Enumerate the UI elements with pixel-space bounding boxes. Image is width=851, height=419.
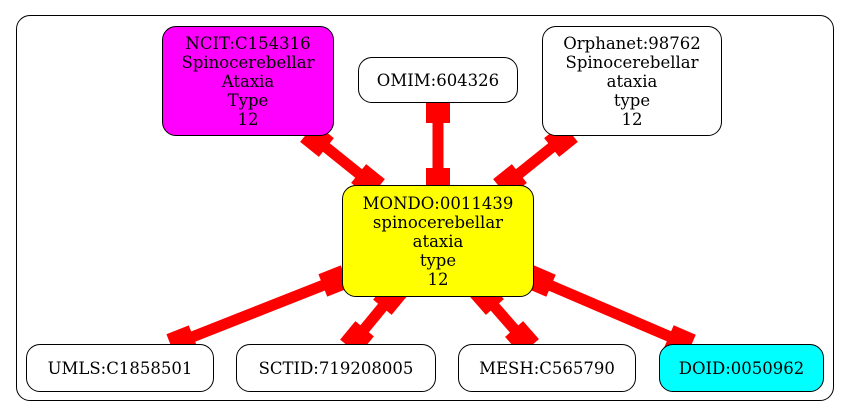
node-umls[interactable]: UMLS:C1858501 [26, 344, 214, 392]
node-doid-label: DOID:0050962 [678, 358, 805, 378]
node-mondo-line-4: type [419, 250, 457, 270]
node-mondo[interactable]: MONDO:0011439 spinocerebellar ataxia typ… [342, 185, 534, 297]
edge-mondo-umls [179, 275, 337, 347]
node-ncit[interactable]: NCIT:C154316 Spinocerebellar Ataxia Type… [162, 26, 334, 136]
node-ncit-line-2: Spinocerebellar [181, 52, 315, 72]
node-mondo-line-2: spinocerebellar [372, 212, 504, 232]
node-sctid-label: SCTID:719208005 [258, 358, 414, 378]
node-ncit-line-5: 12 [237, 109, 259, 129]
node-mondo-line-1: MONDO:0011439 [362, 193, 514, 213]
node-ncit-line-1: NCIT:C154316 [185, 33, 311, 53]
node-omim-label: OMIM:604326 [376, 70, 500, 90]
node-mondo-line-5: 12 [427, 269, 449, 289]
node-omim[interactable]: OMIM:604326 [358, 57, 518, 103]
node-ncit-line-3: Ataxia [221, 71, 275, 91]
node-mesh[interactable]: MESH:C565790 [458, 344, 636, 392]
graph-cluster [16, 15, 834, 401]
node-orphanet-line-2: Spinocerebellar [565, 52, 699, 72]
node-ncit-line-4: Type [227, 90, 269, 110]
node-sctid[interactable]: SCTID:719208005 [236, 344, 436, 392]
node-mondo-line-3: ataxia [412, 231, 464, 251]
node-mesh-label: MESH:C565790 [479, 358, 615, 378]
node-orphanet-line-1: Orphanet:98762 [563, 33, 701, 53]
node-orphanet[interactable]: Orphanet:98762 Spinocerebellar ataxia ty… [542, 26, 722, 136]
edge-mondo-umls-cap-start [318, 265, 350, 297]
edge-omim-mondo-cap-start [426, 99, 450, 123]
node-orphanet-line-4: type [613, 90, 651, 110]
edge-mondo-doid [537, 275, 683, 347]
node-orphanet-line-3: ataxia [606, 71, 658, 91]
node-umls-label: UMLS:C1858501 [47, 358, 193, 378]
node-doid[interactable]: DOID:0050962 [659, 344, 824, 392]
node-orphanet-line-5: 12 [621, 109, 643, 129]
